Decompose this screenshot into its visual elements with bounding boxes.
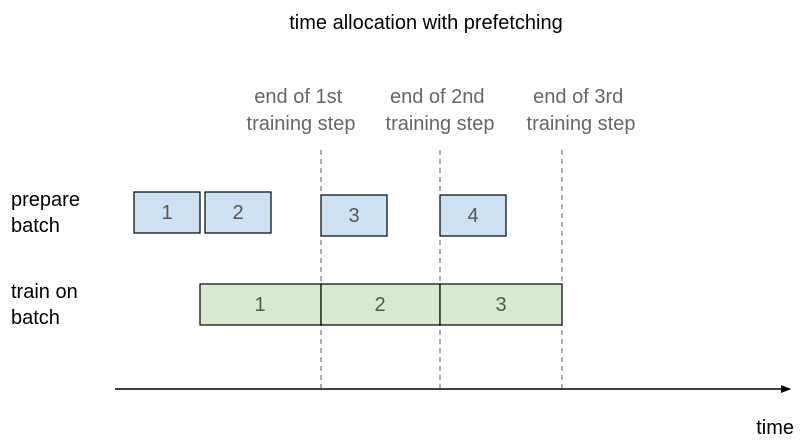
row-label-prepare-batch: prepare batch <box>11 189 86 237</box>
row-label-prepare-line-1: prepare <box>11 189 80 211</box>
row-label-train-on-batch: train on batch <box>11 281 83 329</box>
prepare-batch-box-4 <box>439 194 507 237</box>
diagram-title: time allocation with prefetching <box>289 12 562 34</box>
row-label-train-line-1: train on <box>11 281 78 303</box>
prepare-batch-box-1 <box>133 191 201 234</box>
prepare-batch-label-3: 3 <box>348 205 359 227</box>
train-batch-label-3: 3 <box>495 294 506 316</box>
marker-3-line-2: training step <box>527 113 636 135</box>
marker-label-step-2: end of 2nd training step <box>386 86 495 135</box>
marker-label-step-3: end of 3rd training step <box>527 86 636 135</box>
marker-3-line-1: end of 3rd <box>533 86 623 108</box>
train-batch-box-3 <box>439 283 563 326</box>
train-batch-label-1: 1 <box>254 294 265 316</box>
row-label-prepare-line-2: batch <box>11 215 60 237</box>
marker-label-step-1: end of 1st training step <box>247 86 356 135</box>
row-label-train-line-2: batch <box>11 307 60 329</box>
train-batch-box-1 <box>199 283 322 326</box>
prepare-batch-box-2 <box>204 191 272 234</box>
prepare-batch-label-1: 1 <box>161 202 172 224</box>
prepare-batch-label-4: 4 <box>467 205 478 227</box>
prepare-batch-label-2: 2 <box>232 202 243 224</box>
train-batch-box-2 <box>320 283 441 326</box>
marker-1-line-1: end of 1st <box>254 86 342 108</box>
time-axis-label: time <box>756 417 794 439</box>
marker-2-line-1: end of 2nd <box>390 86 485 108</box>
train-batch-label-2: 2 <box>374 294 385 316</box>
marker-2-line-2: training step <box>386 113 495 135</box>
prepare-batch-box-3 <box>320 194 388 237</box>
marker-1-line-2: training step <box>247 113 356 135</box>
